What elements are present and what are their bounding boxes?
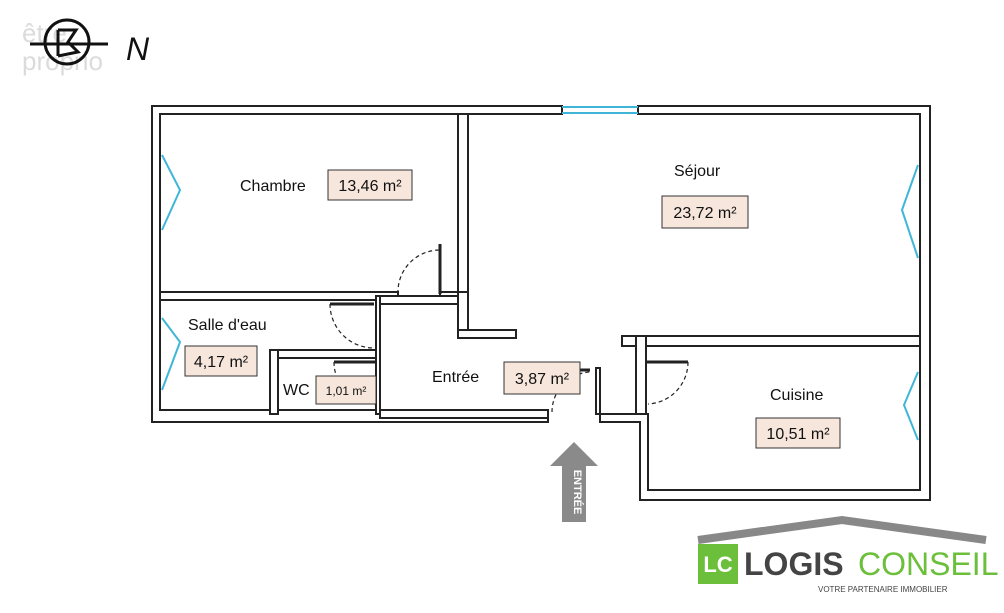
area-salle-eau: 4,17 m² [194,354,249,371]
room-salle-eau: Salle d'eau 4,17 m² [184,317,267,377]
logo-badge [698,544,738,584]
area-box-cuisine [755,417,841,449]
watermark: être proprio [22,18,103,76]
room-entree: Entrée 3,87 m² [432,361,581,395]
arrow-up-icon [550,442,598,522]
windows [161,106,919,441]
room-label-salle-eau: Salle d'eau [188,317,267,334]
area-box-sejour [661,195,749,229]
logo-roof-icon [697,515,987,544]
logo-name-part1: LOGIS [744,546,844,582]
area-chambre: 13,46 m² [338,178,402,195]
watermark-line2: proprio [22,46,103,76]
area-box-salle-eau [184,345,258,377]
area-cuisine: 10,51 m² [766,426,830,443]
logo-tagline: VOTRE PARTENAIRE IMMOBILIER [818,585,948,594]
room-label-sejour: Séjour [674,163,721,180]
logo: LC LOGIS CONSEIL VOTRE PARTENAIRE IMMOBI… [697,515,998,594]
entry-arrow-label: ENTRÉE [571,470,584,515]
room-label-wc: WC [283,382,310,399]
area-box-chambre [327,169,413,201]
room-label-cuisine: Cuisine [770,387,823,404]
logo-name-part2: CONSEIL [858,546,998,582]
area-entree: 3,87 m² [515,371,570,388]
compass-icon: N [30,18,150,67]
entry-arrow: ENTRÉE [550,442,598,522]
area-sejour: 23,72 m² [673,205,737,222]
room-label-chambre: Chambre [240,178,306,195]
logo-initials: LC [703,552,732,577]
room-label-entree: Entrée [432,369,479,386]
room-wc: WC 1,01 m² [283,375,377,405]
room-cuisine: Cuisine 10,51 m² [755,387,841,449]
room-chambre: Chambre 13,46 m² [240,169,413,201]
area-box-entree [503,361,581,395]
room-sejour: Séjour 23,72 m² [661,163,749,229]
walls [151,105,931,501]
area-box-wc [315,375,377,405]
compass-north-label: N [126,31,150,67]
area-wc: 1,01 m² [326,384,367,398]
